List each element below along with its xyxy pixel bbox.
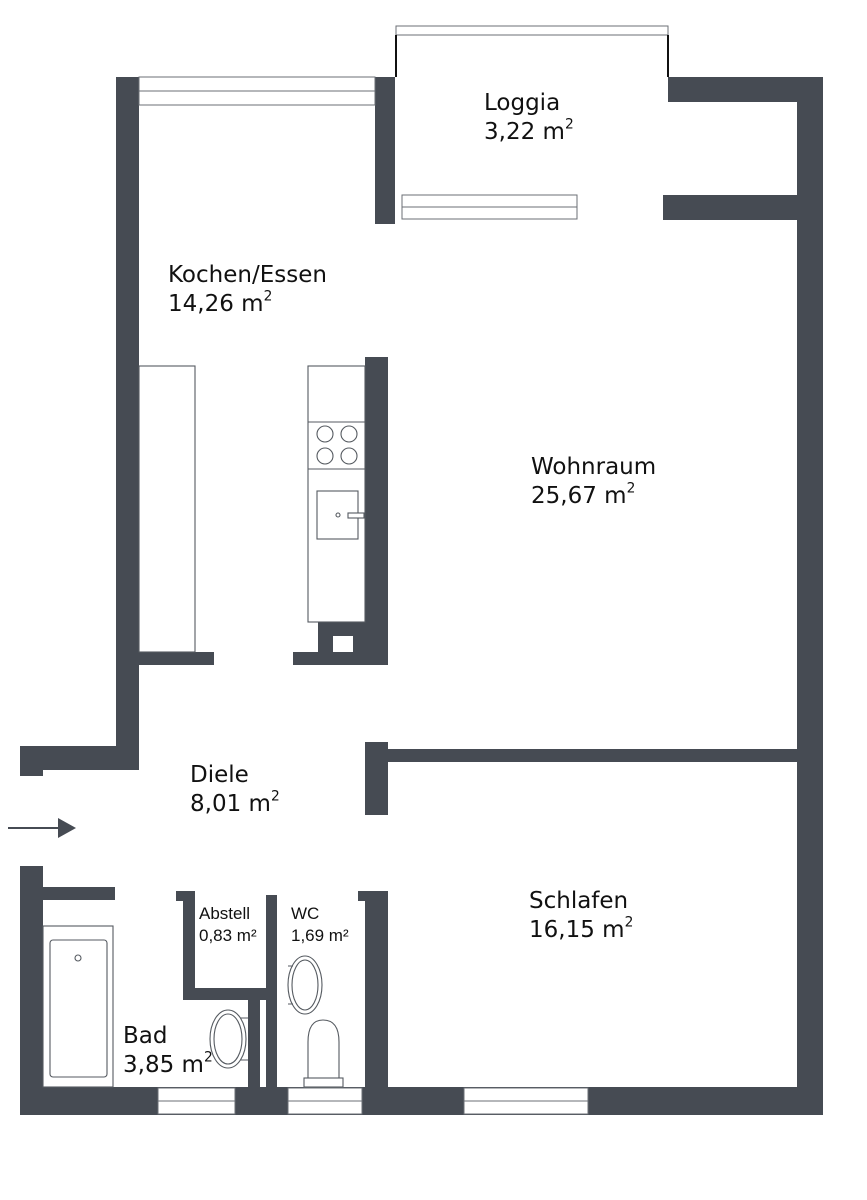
room-area: 3,22 m2 bbox=[484, 117, 574, 146]
kitchen-fixtures bbox=[138, 365, 366, 653]
room-wc: WC 1,69 m² bbox=[291, 903, 349, 947]
room-name: Loggia bbox=[484, 90, 561, 116]
room-loggia: Loggia 3,22 m2 bbox=[484, 89, 574, 148]
room-kochen-essen: Kochen/Essen 14,26 m2 bbox=[168, 261, 327, 320]
stove-icon bbox=[316, 425, 358, 465]
room-name: Schlafen bbox=[529, 888, 629, 914]
room-abstell: Abstell 0,83 m² bbox=[199, 903, 257, 947]
room-diele: Diele 8,01 m2 bbox=[190, 761, 280, 820]
walls bbox=[20, 77, 823, 1115]
room-area: 14,26 m2 bbox=[168, 289, 273, 318]
room-name: Bad bbox=[123, 1023, 168, 1049]
room-name: Diele bbox=[190, 762, 249, 788]
room-area: 16,15 m2 bbox=[529, 915, 634, 944]
bathroom-fixtures bbox=[42, 925, 344, 1088]
arrow-right-icon bbox=[8, 818, 76, 838]
kitchen-cabinet-left bbox=[138, 365, 196, 653]
room-area: 0,83 m² bbox=[199, 926, 257, 946]
room-area: 8,01 m2 bbox=[190, 789, 280, 818]
room-area: 1,69 m² bbox=[291, 926, 349, 946]
room-area: 25,67 m2 bbox=[531, 481, 636, 510]
sink-wc-icon bbox=[287, 955, 323, 1015]
room-wohnraum: Wohnraum 25,67 m2 bbox=[531, 453, 656, 512]
room-name: WC bbox=[291, 904, 320, 923]
room-schlafen: Schlafen 16,15 m2 bbox=[529, 887, 633, 946]
toilet-icon bbox=[303, 1019, 344, 1088]
room-name: Kochen/Essen bbox=[168, 262, 327, 288]
room-name: Wohnraum bbox=[531, 454, 657, 480]
windows bbox=[138, 25, 669, 1115]
room-bad: Bad 3,85 m2 bbox=[123, 1022, 213, 1081]
room-name: Abstell bbox=[199, 904, 251, 923]
bathtub-icon bbox=[49, 939, 108, 1078]
room-area: 3,85 m2 bbox=[123, 1050, 213, 1079]
sink-icon bbox=[316, 490, 365, 540]
sink-bad-icon bbox=[209, 1009, 248, 1069]
